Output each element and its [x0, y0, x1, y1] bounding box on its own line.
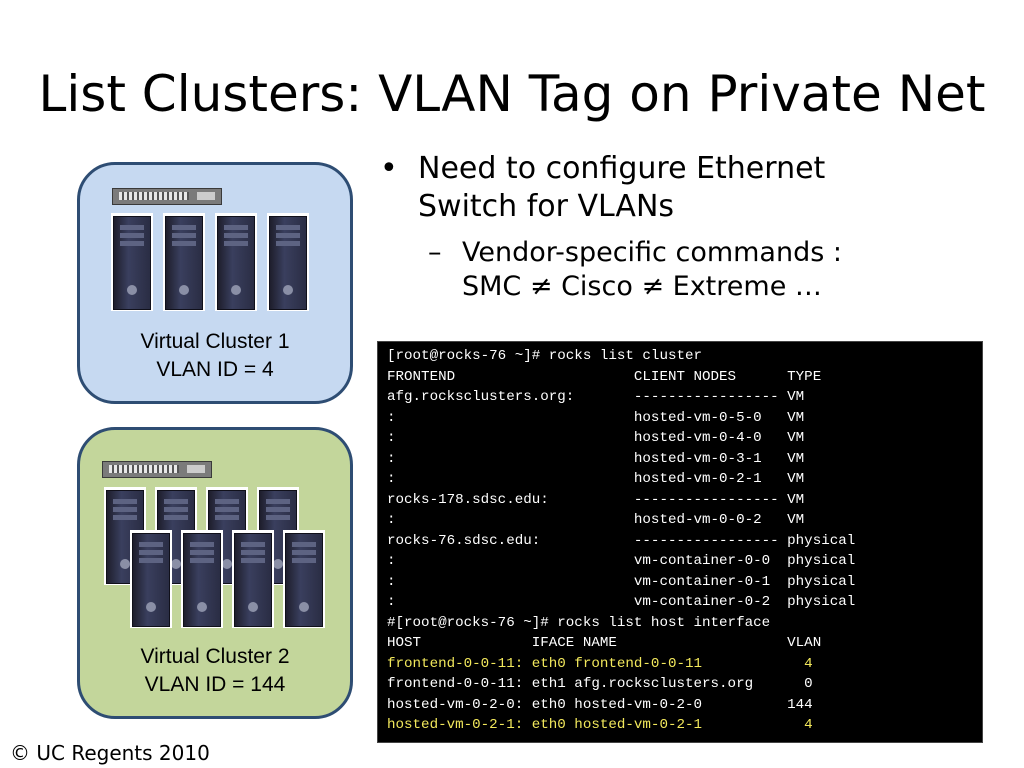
terminal-line: #[root@rocks-76 ~]# rocks list host inte… — [387, 614, 771, 631]
cluster-name: Virtual Cluster 2 — [140, 645, 290, 668]
terminal-line: afg.rocksclusters.org: -----------------… — [387, 389, 805, 405]
terminal-line: : hosted-vm-0-0-2 VM — [387, 512, 805, 528]
network-switch-icon — [112, 188, 222, 205]
sub-bullet-text-line-2: SMC ≠ Cisco ≠ Extreme … — [462, 271, 822, 302]
server-tower-icon — [111, 213, 153, 311]
terminal-line-highlighted: frontend-0-0-11: eth0 frontend-0-0-11 4 — [387, 655, 813, 672]
terminal-line: : hosted-vm-0-2-1 VM — [387, 471, 805, 487]
terminal-line: : hosted-vm-0-4-0 VM — [387, 430, 805, 446]
bullet-marker: • — [380, 151, 398, 186]
terminal-line: [root@rocks-76 ~]# rocks list cluster — [387, 348, 703, 364]
terminal-line: frontend-0-0-11: eth1 afg.rocksclusters.… — [387, 676, 813, 692]
terminal-line: : hosted-vm-0-3-1 VM — [387, 450, 805, 467]
server-tower-icon — [283, 530, 325, 628]
terminal-line-highlighted: hosted-vm-0-2-1: eth0 hosted-vm-0-2-1 4 — [387, 717, 813, 733]
server-tower-icon — [163, 213, 205, 311]
cluster-label: Virtual Cluster 1 VLAN ID = 4 — [80, 328, 350, 384]
server-tower-icon — [215, 213, 257, 311]
slide-title: List Clusters: VLAN Tag on Private Net — [38, 65, 986, 123]
terminal-line: : vm-container-0-1 physical — [387, 573, 856, 590]
network-switch-icon — [102, 461, 212, 478]
terminal-line: rocks-178.sdsc.edu: ----------------- VM — [387, 491, 805, 508]
sub-bullet-marker: – — [428, 237, 442, 268]
cluster-label: Virtual Cluster 2 VLAN ID = 144 — [80, 643, 350, 699]
sub-bullet-item: – Vendor-specific commands : SMC ≠ Cisco… — [428, 236, 1000, 304]
sub-bullet-text-line-1: Vendor-specific commands : — [462, 237, 842, 268]
terminal-line: FRONTEND CLIENT NODES TYPE — [387, 368, 822, 385]
virtual-cluster-2-box: Virtual Cluster 2 VLAN ID = 144 — [77, 427, 353, 719]
cluster-name: Virtual Cluster 1 — [140, 330, 290, 353]
terminal-line: hosted-vm-0-2-0: eth0 hosted-vm-0-2-0 14… — [387, 696, 813, 713]
terminal-line: : hosted-vm-0-5-0 VM — [387, 409, 805, 426]
server-tower-icon — [130, 530, 172, 628]
terminal-line: : vm-container-0-2 physical — [387, 594, 856, 610]
terminal-line: rocks-76.sdsc.edu: ----------------- phy… — [387, 532, 856, 549]
cluster-vlan-id: VLAN ID = 144 — [144, 673, 286, 696]
bullet-item: • Need to configure Ethernet Switch for … — [380, 150, 1000, 226]
server-tower-icon — [267, 213, 309, 311]
terminal-line: HOST IFACE NAME VLAN — [387, 635, 822, 651]
bullet-text-line-1: Need to configure Ethernet — [418, 151, 826, 186]
bullet-list: • Need to configure Ethernet Switch for … — [380, 150, 1000, 304]
copyright-footer: © UC Regents 2010 — [10, 741, 210, 765]
server-tower-icon — [232, 530, 274, 628]
virtual-cluster-1-box: Virtual Cluster 1 VLAN ID = 4 — [77, 162, 353, 404]
server-tower-icon — [181, 530, 223, 628]
bullet-text-line-2: Switch for VLANs — [418, 189, 675, 224]
terminal-line: : vm-container-0-0 physical — [387, 553, 856, 569]
cluster-vlan-id: VLAN ID = 4 — [156, 358, 274, 381]
